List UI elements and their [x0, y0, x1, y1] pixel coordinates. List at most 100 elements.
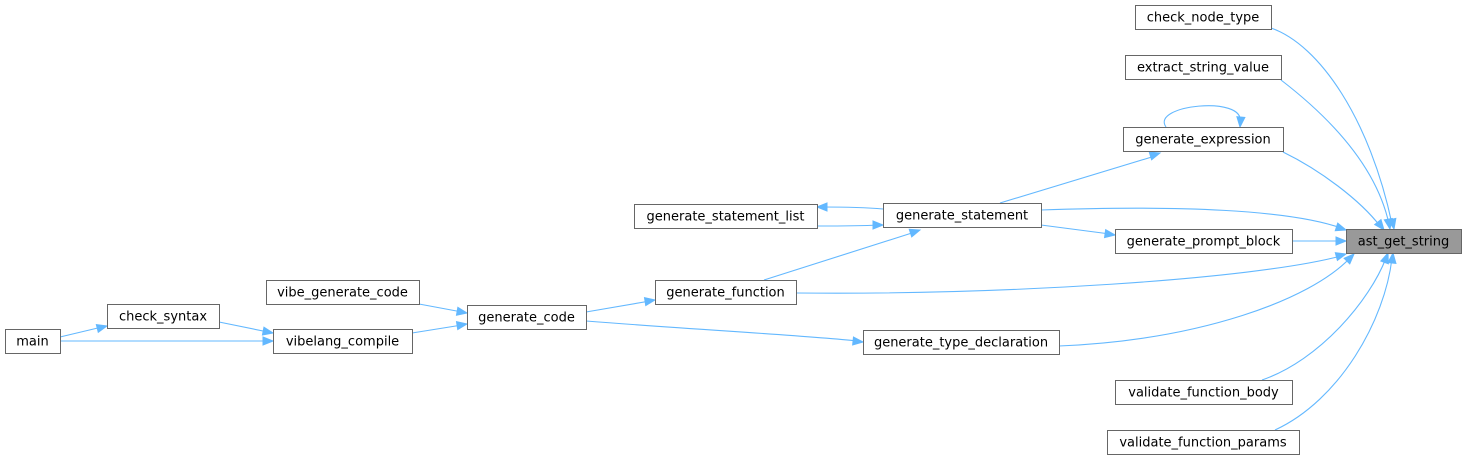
edge-vibe_generate_code-to-generate_code [418, 303, 469, 316]
edge-line [795, 255, 1342, 294]
node-generate-statement[interactable]: generate_statement [883, 203, 1042, 228]
node-validate-function-params[interactable]: validate_function_params [1107, 430, 1300, 455]
node-ast-get-string[interactable]: ast_get_string [1346, 229, 1462, 254]
edge-line [418, 303, 463, 313]
node-generate-statement-list[interactable]: generate_statement_list [634, 204, 818, 229]
edge-line [1058, 257, 1351, 347]
node-box [1107, 430, 1300, 455]
edge-check_node_type-to-ast_get_string [1270, 27, 1397, 231]
edge-line [411, 324, 463, 334]
edge-line [763, 231, 916, 281]
edge-line [1040, 207, 1342, 229]
arrowhead-icon [1236, 116, 1246, 129]
arrowhead-icon [95, 323, 109, 334]
edge-generate_statement-to-generate_expression [999, 151, 1162, 204]
edge-line [1270, 27, 1393, 225]
node-label: generate_code [478, 311, 575, 326]
arrowhead-icon [1103, 228, 1117, 239]
edges-layer [59, 27, 1397, 431]
arrowhead-icon [455, 320, 469, 331]
node-label: validate_function_body [1128, 386, 1279, 401]
edge-line [218, 321, 269, 333]
edge-vibelang_compile-to-generate_code [411, 320, 469, 334]
edge-line [999, 155, 1156, 204]
node-generate-function[interactable]: generate_function [655, 280, 797, 305]
node-label: vibe_generate_code [277, 286, 408, 301]
node-box [883, 203, 1042, 228]
node-box [1346, 229, 1462, 254]
edge-generate_code-to-generate_function [585, 296, 657, 313]
edge-generate_prompt_block-to-ast_get_string [1292, 236, 1348, 246]
edge-line [59, 326, 103, 338]
edge-check_syntax-to-vibelang_compile [218, 321, 275, 336]
node-label: main [16, 335, 48, 350]
arrowhead-icon [1379, 251, 1389, 265]
node-box [1135, 5, 1272, 30]
edge-generate_function-to-generate_statement [763, 228, 922, 281]
arrowhead-icon [262, 336, 275, 346]
node-box [1123, 127, 1284, 152]
edge-generate_code-to-generate_type_declaration [585, 320, 865, 346]
node-label: check_syntax [119, 310, 207, 325]
node-check-node-type[interactable]: check_node_type [1135, 5, 1272, 30]
arrowhead-icon [1334, 222, 1348, 232]
arrowhead-icon [643, 296, 657, 307]
arrowhead-icon [1373, 218, 1385, 232]
node-vibelang-compile[interactable]: vibelang_compile [273, 329, 413, 354]
node-box [467, 305, 587, 330]
node-box [107, 304, 220, 329]
arrowhead-icon [872, 220, 885, 230]
edge-generate_function-to-ast_get_string [795, 252, 1348, 294]
arrowhead-icon [815, 202, 828, 212]
node-box [863, 330, 1060, 355]
node-label: vibelang_compile [286, 335, 399, 350]
node-main[interactable]: main [5, 329, 61, 354]
node-box [655, 280, 797, 305]
node-label: check_node_type [1147, 11, 1260, 26]
edge-line [1163, 105, 1241, 128]
edge-generate_expression-to-ast_get_string [1282, 151, 1385, 232]
arrowhead-icon [852, 336, 865, 346]
node-generate-code[interactable]: generate_code [467, 305, 587, 330]
node-generate-prompt-block[interactable]: generate_prompt_block [1115, 229, 1293, 254]
arrowhead-icon [1334, 252, 1348, 262]
node-generate-type-declaration[interactable]: generate_type_declaration [863, 330, 1060, 355]
edge-generate_statement-to-generate_statement_list [815, 202, 884, 212]
node-vibe-generate-code[interactable]: vibe_generate_code [266, 280, 420, 305]
edge-line [1280, 79, 1390, 225]
node-box [273, 329, 413, 354]
node-label: ast_get_string [1358, 235, 1450, 250]
node-label: generate_prompt_block [1127, 235, 1281, 250]
edge-line [1274, 257, 1393, 431]
node-box [5, 329, 61, 354]
edge-line [1261, 257, 1387, 381]
node-box [266, 280, 420, 305]
edge-generate_statement_list-to-generate_statement [816, 220, 885, 230]
arrowhead-icon [1335, 236, 1348, 246]
node-label: validate_function_params [1119, 436, 1286, 451]
edge-validate_function_params-to-ast_get_string [1274, 251, 1397, 431]
edge-generate_type_declaration-to-ast_get_string [1058, 253, 1355, 347]
node-extract-string-value[interactable]: extract_string_value [1125, 55, 1282, 80]
node-label: generate_function [666, 286, 785, 301]
node-generate-expression[interactable]: generate_expression [1123, 127, 1284, 152]
arrowhead-icon [1343, 253, 1355, 265]
edge-generate_expression-to-generate_expression [1163, 105, 1246, 129]
edge-line [821, 206, 884, 210]
node-validate-function-body[interactable]: validate_function_body [1115, 380, 1293, 405]
node-label: generate_statement_list [647, 210, 805, 225]
edge-validate_function_body-to-ast_get_string [1261, 251, 1389, 381]
edge-line [1282, 151, 1381, 227]
edge-line [585, 300, 651, 313]
edge-main-to-check_syntax [59, 323, 109, 338]
arrowhead-icon [1148, 151, 1162, 161]
edge-main-to-vibelang_compile [60, 336, 275, 346]
node-box [634, 204, 818, 229]
node-check-syntax[interactable]: check_syntax [107, 304, 220, 329]
node-label: extract_string_value [1137, 61, 1269, 76]
edge-line [585, 320, 859, 342]
node-box [1115, 229, 1293, 254]
edge-line [816, 224, 879, 227]
edge-line [1040, 224, 1111, 235]
